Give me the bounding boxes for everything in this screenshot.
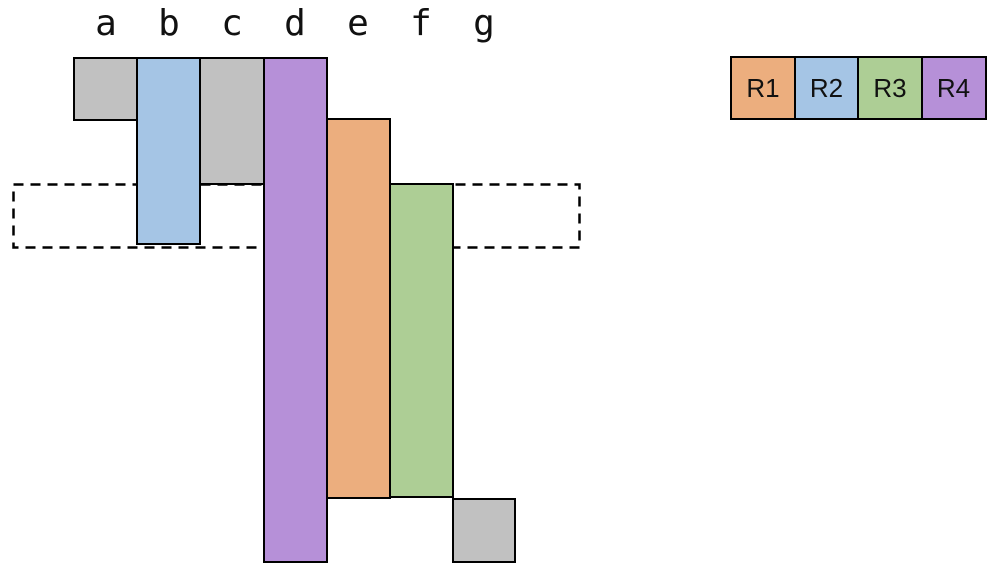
legend-label-r1: R1: [746, 72, 780, 103]
interval-bar-g: [452, 498, 516, 563]
legend-item-r1: R1: [730, 56, 796, 120]
legend-label-r4: R4: [936, 72, 971, 103]
interval-bar-a: [73, 57, 138, 121]
interval-bar-c: [199, 57, 265, 185]
legend-item-r2: R2: [793, 56, 860, 120]
column-label-d: d: [284, 3, 306, 44]
legend-label-r3: R3: [873, 72, 907, 103]
legend-item-r3: R3: [857, 56, 923, 120]
column-label-a: a: [95, 3, 117, 44]
interval-bar-e: [326, 118, 391, 499]
column-label-b: b: [158, 3, 180, 44]
interval-bar-d: [263, 57, 328, 563]
interval-bar-f: [389, 183, 454, 498]
column-label-g: g: [473, 3, 495, 44]
dashed-rect-svg: [12, 183, 581, 249]
legend-label-r2: R2: [809, 72, 844, 103]
column-label-f: f: [410, 3, 432, 44]
column-label-e: e: [347, 3, 369, 44]
legend-item-r4: R4: [920, 56, 987, 120]
dashed-selection-window: [12, 183, 582, 254]
interval-bar-b: [136, 57, 201, 245]
column-label-c: c: [221, 3, 243, 44]
